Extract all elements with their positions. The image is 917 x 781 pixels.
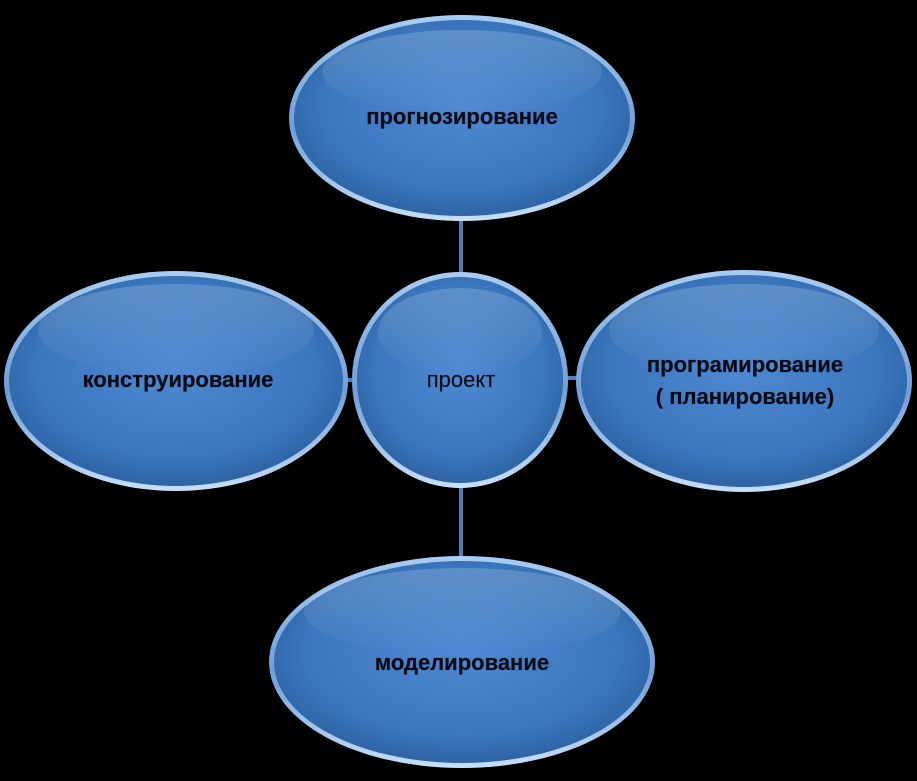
node-project-label: проект: [427, 367, 496, 392]
node-programming-sublabel: ( планирование): [656, 384, 834, 409]
node-construction-label: конструирование: [83, 367, 274, 392]
node-project: проект: [352, 272, 568, 488]
node-forecasting: прогнозирование: [289, 15, 635, 221]
node-construction: конструирование: [4, 271, 348, 491]
node-forecasting-label: прогнозирование: [366, 104, 558, 129]
node-modeling: моделирование: [269, 556, 655, 768]
node-programming: програмирование ( планирование): [576, 270, 912, 492]
node-programming-label: програмирование: [647, 352, 843, 377]
node-modeling-label: моделирование: [375, 650, 549, 675]
